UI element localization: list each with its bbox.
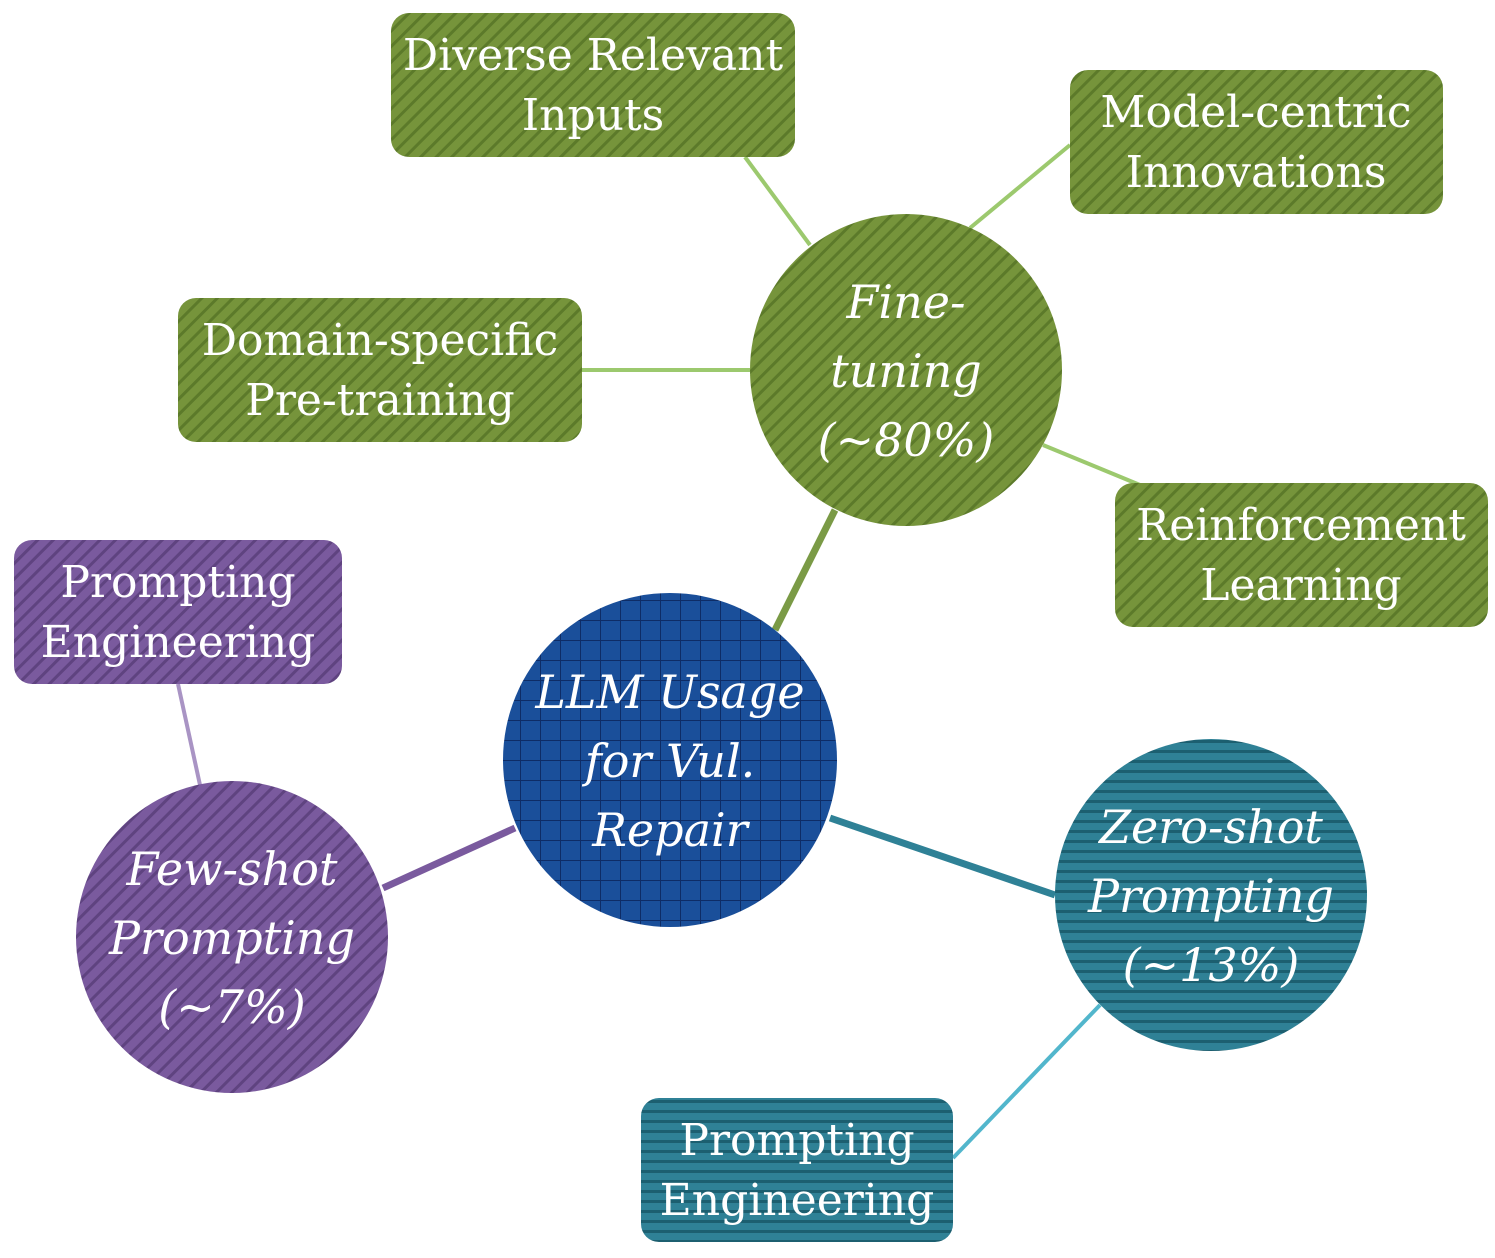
edge-finetuning-reinforcement bbox=[1042, 443, 1141, 487]
box-domain-specific-pre-training: Domain-specific Pre-training bbox=[178, 298, 582, 442]
box-label-line: Diverse Relevant bbox=[403, 30, 784, 81]
circle-label-line: tuning bbox=[830, 344, 982, 398]
circle-label-line: (~13%) bbox=[1123, 938, 1300, 992]
edge-zeroshot-prompting bbox=[951, 1003, 1102, 1160]
edge-finetuning-diverse bbox=[743, 155, 812, 247]
box-fewshot-prompting-engineering: Prompting Engineering bbox=[14, 540, 342, 684]
box-reinforcement-learning: Reinforcement Learning bbox=[1115, 483, 1488, 627]
box-diverse-relevant-inputs: Diverse Relevant Inputs bbox=[391, 13, 795, 157]
box-label-line: Engineering bbox=[41, 617, 316, 668]
box-label-line: Domain-specific bbox=[202, 315, 559, 366]
box-label-line: Pre-training bbox=[245, 375, 514, 426]
circle-label-line: Zero-shot bbox=[1097, 800, 1323, 854]
circle-label-line: LLM Usage bbox=[534, 665, 804, 719]
node-center-llm-usage: LLM Usage for Vul. Repair bbox=[503, 593, 837, 927]
edge-finetuning-model bbox=[968, 143, 1072, 230]
circle-label-line: Prompting bbox=[108, 911, 355, 965]
circle-label-line: (~7%) bbox=[158, 980, 305, 1034]
circle-label-line: Prompting bbox=[1087, 869, 1334, 923]
box-label-line: Engineering bbox=[660, 1175, 935, 1226]
edge-center-zeroshot bbox=[828, 814, 1057, 899]
edge-center-fewshot bbox=[381, 824, 517, 892]
box-model-centric-innovations: Model-centric Innovations bbox=[1070, 70, 1443, 214]
circle-label-line: for Vul. bbox=[582, 734, 756, 788]
circle-label-line: (~80%) bbox=[818, 413, 995, 467]
node-zero-shot-prompting: Zero-shot Prompting (~13%) bbox=[1055, 739, 1367, 1051]
edge-center-finetuning bbox=[771, 508, 839, 632]
box-label-line: Model-centric bbox=[1100, 87, 1411, 138]
circle-label-line: Fine- bbox=[845, 275, 965, 329]
circle-label-line: Few-shot bbox=[126, 842, 338, 896]
node-few-shot-prompting: Few-shot Prompting (~7%) bbox=[76, 781, 388, 1093]
connectors bbox=[176, 143, 1141, 1160]
box-label-line: Learning bbox=[1200, 560, 1401, 611]
box-zeroshot-prompting-engineering: Prompting Engineering bbox=[641, 1098, 953, 1242]
circle-label-line: Repair bbox=[591, 803, 750, 857]
node-fine-tuning: Fine- tuning (~80%) bbox=[750, 214, 1062, 526]
box-label-line: Prompting bbox=[679, 1115, 914, 1166]
box-label-line: Reinforcement bbox=[1136, 500, 1466, 551]
edge-fewshot-prompting bbox=[176, 683, 202, 786]
box-label-line: Inputs bbox=[522, 90, 664, 141]
box-label-line: Innovations bbox=[1126, 147, 1387, 198]
box-label-line: Prompting bbox=[60, 557, 295, 608]
